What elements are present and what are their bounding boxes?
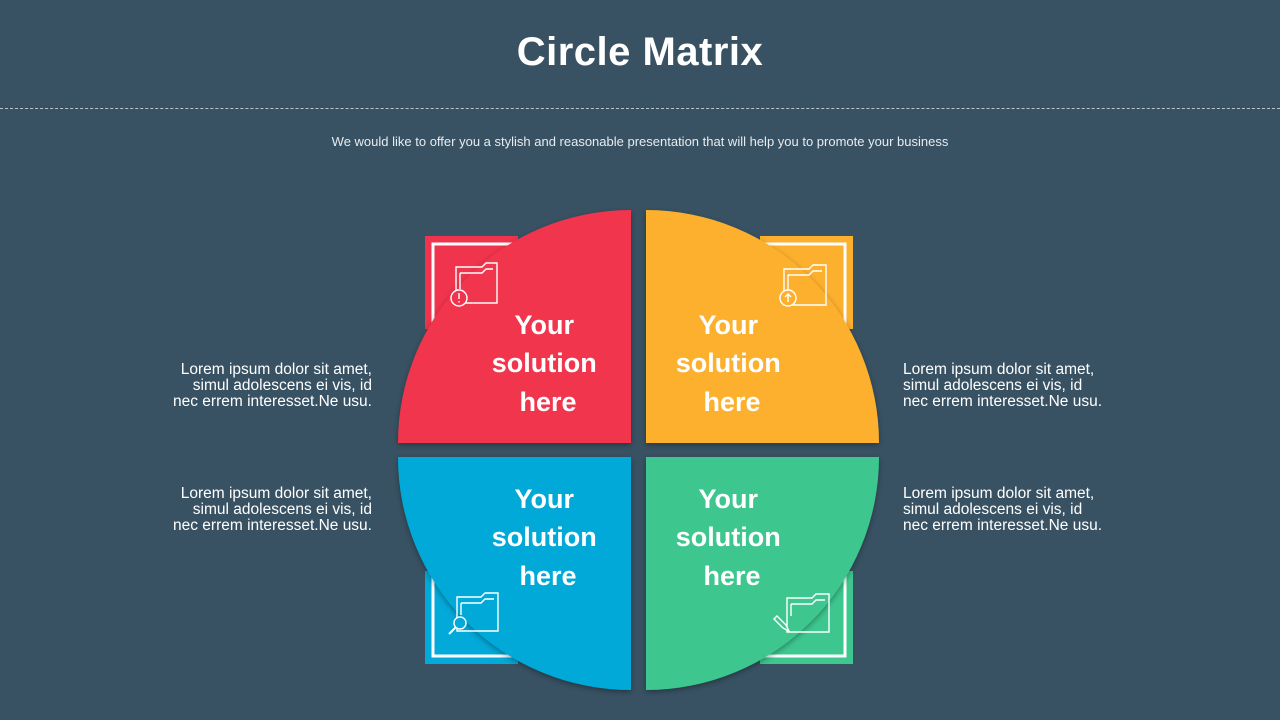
label-line: solution [492, 348, 597, 378]
description-line: nec errem interesset.Ne usu. [172, 517, 372, 534]
description-line: nec errem interesset.Ne usu. [172, 393, 372, 410]
description-line: simul adolescens ei vis, id [903, 501, 1083, 518]
label-line: Your [698, 310, 758, 340]
label-line: Your [514, 310, 574, 340]
description-top-right: Lorem ipsum dolor sit amet, simul adoles… [903, 362, 1143, 410]
quadrant-bottom-right-label: Your solution here [676, 484, 789, 591]
quadrant-top-left-segment [398, 210, 631, 443]
label-line: solution [492, 522, 597, 552]
label-line: Your [698, 484, 758, 514]
quadrant-top-right-frame [760, 242, 847, 329]
label-line: here [703, 561, 760, 591]
quadrant-bottom-right: Your solution here [646, 457, 879, 690]
page-title: Circle Matrix [516, 30, 764, 74]
quadrant-bottom-right-segment [646, 457, 879, 690]
description-bottom-left: Lorem ipsum dolor sit amet, simul adoles… [132, 486, 372, 534]
quadrant-top-right: Your solution here [646, 210, 879, 443]
page-subtitle: We would like to offer you a stylish and… [331, 134, 949, 149]
label-line: here [519, 561, 576, 591]
quadrant-top-right-segment [646, 210, 879, 443]
label-line: solution [676, 522, 781, 552]
quadrant-top-left: Your solution here [398, 210, 631, 443]
description-line: nec errem interesset.Ne usu. [903, 393, 1103, 410]
quadrant-bottom-left: Your solution here [398, 457, 631, 690]
folder-alert-icon [450, 262, 498, 307]
description-bottom-right: Lorem ipsum dolor sit amet, simul adoles… [903, 486, 1143, 534]
description-line: Lorem ipsum dolor sit amet, [180, 361, 372, 378]
folder-search-icon [448, 592, 499, 635]
quadrant-bottom-left-label: Your solution here [492, 484, 605, 591]
description-line: simul adolescens ei vis, id [192, 377, 372, 394]
quadrant-top-right-label: Your solution here [676, 310, 789, 417]
description-line: simul adolescens ei vis, id [192, 501, 372, 518]
quadrant-top-left-frame [431, 242, 518, 329]
quadrant-top-left-label: Your solution here [492, 310, 605, 417]
quadrant-bottom-right-frame [760, 571, 847, 658]
label-line: here [519, 387, 576, 417]
description-line: Lorem ipsum dolor sit amet, [903, 361, 1095, 378]
title-divider [0, 108, 1280, 109]
description-line: simul adolescens ei vis, id [903, 377, 1083, 394]
folder-upload-icon [779, 264, 827, 307]
label-line: Your [514, 484, 574, 514]
quadrant-bottom-left-frame [431, 571, 518, 658]
quadrant-bottom-left-segment [398, 457, 631, 690]
description-line: Lorem ipsum dolor sit amet, [180, 485, 372, 502]
description-line: Lorem ipsum dolor sit amet, [903, 485, 1095, 502]
description-line: nec errem interesset.Ne usu. [903, 517, 1103, 534]
folder-edit-icon [773, 593, 830, 633]
description-top-left: Lorem ipsum dolor sit amet, simul adoles… [132, 362, 372, 410]
label-line: here [703, 387, 760, 417]
label-line: solution [676, 348, 781, 378]
